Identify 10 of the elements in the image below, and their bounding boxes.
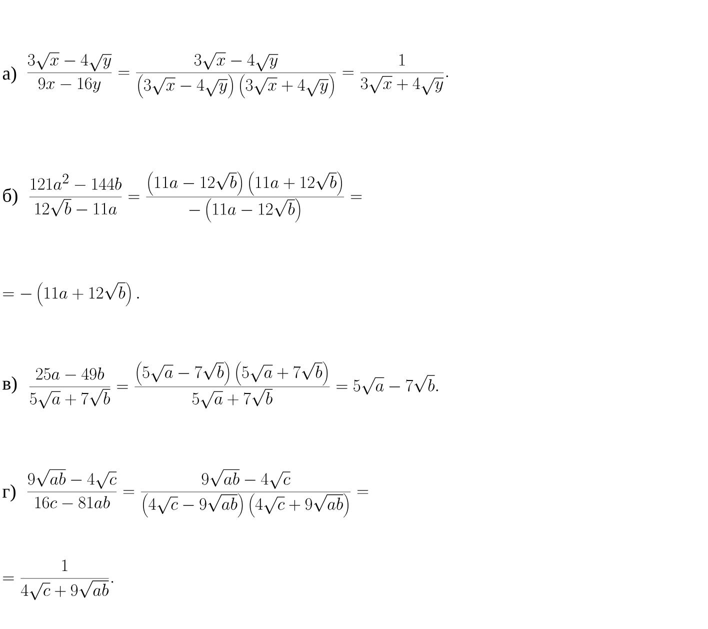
equation: $\frac{9\sqrt{ab}-4\sqrt{c}}{16c-81ab}=\frac{9\sqrt{ab}-4\sqrt{c}}{\left(4\sqrt{c}-9\sqrt{ab}\right)\left(4\sqrt{c}+9\sqrt{ab}\right)}=$ <box>27 469 368 518</box>
equation: $=\frac{1}{4\sqrt{c}+9\sqrt{ab}}.$ <box>3 560 114 600</box>
item-letter: а) <box>2 66 16 84</box>
item-letter: в) <box>2 376 17 394</box>
equation: $\frac{121a^2-144b}{12\sqrt{b}-11a}=\frac{\left(11a-12\sqrt{b}\right)\left(11a+12\sqrt{b}\right)}{-\left(11a-12\sqrt{b}\right)}=$ <box>29 172 362 222</box>
equation: $\frac{3\sqrt{x}-4\sqrt{y}}{9x-16y}=\frac{3\sqrt{x}-4\sqrt{y}}{\left(3\sqrt{x}-4\sqrt{y}\right)\left(3\sqrt{x}+4\sqrt{y}\right)}=\frac{1}{3\sqrt{x}+4\sqrt{y}}.$ <box>27 52 448 98</box>
equation: $=-\left(11a+12\sqrt{b}\right).$ <box>3 282 139 306</box>
equation: $\frac{25a-49b}{5\sqrt{a}+7\sqrt{b}}=\frac{\left(5\sqrt{a}-7\sqrt{b}\right)\left(5\sqrt{a}+7\sqrt{b}\right)}{5\sqrt{a}+7\sqrt{b}}=5\sqrt{a}-7\sqrt{b}.$ <box>29 361 438 409</box>
item-letter: г) <box>2 484 16 502</box>
item-letter: б) <box>3 188 18 206</box>
